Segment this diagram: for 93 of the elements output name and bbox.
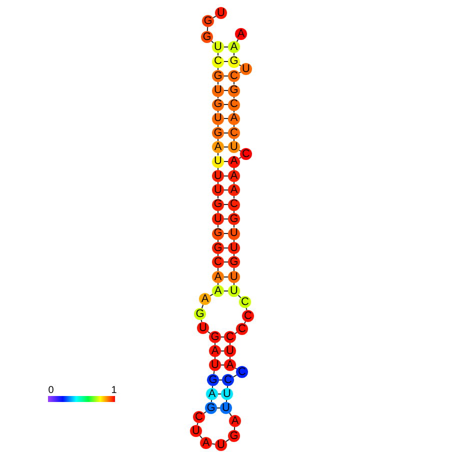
scale-tick-label: 0 <box>48 386 54 396</box>
backbone-line <box>213 370 215 375</box>
backbone-line <box>201 304 204 309</box>
base-letter: G <box>230 430 238 442</box>
base-letter: A <box>230 170 238 182</box>
base-letter: A <box>202 438 210 448</box>
base-letter: A <box>211 346 219 356</box>
base-letter: A <box>231 416 239 426</box>
base-pair-line <box>224 276 228 278</box>
base-letter: G <box>230 56 238 67</box>
base-letter: U <box>226 346 234 356</box>
base-letter: U <box>214 156 222 167</box>
backbone-line <box>238 294 242 298</box>
base-letter: A <box>214 142 222 152</box>
base-letter: C <box>242 148 250 160</box>
base-letter: U <box>230 286 238 296</box>
base-pair-line <box>224 104 228 105</box>
base-letter: C <box>230 199 238 210</box>
base-letter: U <box>214 170 222 182</box>
base-letter: C <box>230 128 238 138</box>
base-letter: A <box>214 272 222 282</box>
base-letter: G <box>214 70 222 82</box>
backbone-line <box>226 399 228 403</box>
base-letter: U <box>242 64 250 74</box>
base-pair-line <box>224 118 228 119</box>
backbone-line <box>206 26 208 32</box>
base-letter: G <box>208 374 218 386</box>
backbone-line <box>212 385 214 389</box>
backbone-line <box>210 399 212 403</box>
base-letter: C <box>230 99 238 110</box>
backbone-line <box>199 435 203 439</box>
base-letter: U <box>214 113 222 124</box>
base-letter: U <box>214 42 222 52</box>
base-pair-line <box>224 233 228 234</box>
base-letter: G <box>230 214 238 224</box>
base-letter: C <box>195 412 203 422</box>
base-letter: C <box>230 70 238 82</box>
backbone-line <box>234 426 236 430</box>
base-letter: C <box>226 332 234 342</box>
base-letter: U <box>199 322 207 334</box>
base-letter: U <box>214 85 222 96</box>
base-pair-line <box>224 290 228 292</box>
base-pair-line <box>224 218 228 220</box>
backbone-line <box>226 385 228 389</box>
base-pair-line <box>224 161 228 162</box>
base-pair-line <box>224 90 228 91</box>
base-letter: C <box>214 56 222 67</box>
base-letter: G <box>214 199 222 210</box>
base-letter: C <box>244 310 252 322</box>
base-letter: C <box>241 296 249 308</box>
base-letter: G <box>204 16 212 26</box>
base-pair-line <box>224 132 228 134</box>
base-letter: G <box>202 32 212 42</box>
base-letter: U <box>230 228 238 239</box>
base-letter: U <box>217 8 225 18</box>
base-letter: A <box>214 286 222 296</box>
base-letter: G <box>230 256 238 268</box>
base-letter: G <box>214 242 222 254</box>
base-letter: U <box>230 142 238 152</box>
base-pair-line <box>224 204 228 205</box>
base-letter: A <box>208 388 216 400</box>
base-letter: G <box>210 332 220 342</box>
base-pair-line <box>224 46 228 48</box>
base-letter: G <box>230 85 238 96</box>
base-letter: A <box>230 184 238 196</box>
base-letter: A <box>237 28 245 40</box>
base-letter: G <box>214 128 222 138</box>
base-pair-line <box>224 61 228 62</box>
base-letter: U <box>230 242 238 254</box>
base-letter: G <box>214 228 222 239</box>
base-letter: U <box>192 426 200 436</box>
base-letter: U <box>217 440 225 450</box>
base-letter: U <box>211 360 219 370</box>
base-letter: U <box>222 402 230 414</box>
base-letter: C <box>214 256 222 268</box>
base-letter: A <box>230 42 238 52</box>
base-letter: G <box>196 308 204 320</box>
scale-tick-label: 1 <box>111 386 117 396</box>
base-letter: U <box>223 388 231 400</box>
backbone-line <box>211 443 216 445</box>
base-letter: A <box>230 156 238 167</box>
base-letter: C <box>238 366 246 378</box>
base-letter: G <box>214 99 222 110</box>
base-letter: G <box>206 402 216 414</box>
base-letter: U <box>214 214 222 224</box>
base-letter: C <box>224 374 232 386</box>
base-letter: A <box>201 294 209 304</box>
base-letter: A <box>226 360 234 370</box>
base-letter: A <box>230 113 238 124</box>
base-pair-line <box>224 146 228 148</box>
base-letter: C <box>238 324 246 334</box>
base-letter: U <box>230 272 238 282</box>
base-letter: U <box>214 184 222 196</box>
